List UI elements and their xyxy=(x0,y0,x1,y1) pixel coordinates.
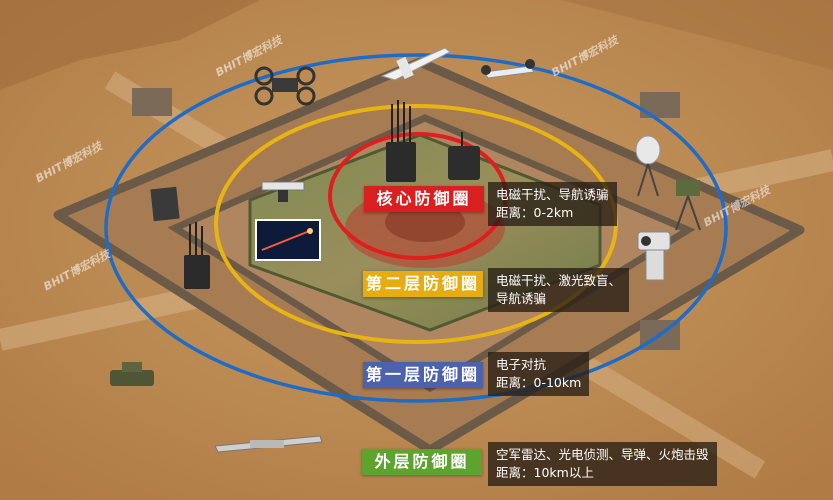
watch-tower xyxy=(640,92,680,118)
rock-ridge-right xyxy=(560,0,833,70)
first-layer-desc-line: 距离：0-10km xyxy=(496,375,582,390)
fixed-wing-drone-icon xyxy=(380,47,451,81)
tripod-radar-icon xyxy=(675,180,701,231)
second-layer-desc-line: 导航诱骗 xyxy=(496,291,547,306)
core-layer-desc-line: 电磁干扰、导航诱骗 xyxy=(496,187,609,202)
dome-radar-icon xyxy=(635,135,661,197)
outer-layer-desc-line: 距离：10km以上 xyxy=(496,465,594,480)
portable-jammer-icon xyxy=(184,222,210,289)
core-layer-label: 核心防御圈 xyxy=(364,186,484,212)
ring-outer xyxy=(104,53,728,403)
second-layer-desc-line: 电磁干扰、激光致盲、 xyxy=(496,273,622,288)
second-layer-label: 第二层防御圈 xyxy=(363,271,483,297)
tank-icon xyxy=(110,362,154,386)
rock-ridge xyxy=(0,0,260,90)
watch-tower xyxy=(132,88,172,116)
laser-image-icon xyxy=(255,219,321,261)
core-layer-desc: 电磁干扰、导航诱骗 距离：0-2km xyxy=(488,182,617,226)
vtol-drone-icon xyxy=(481,59,535,79)
quadcopter-icon xyxy=(254,66,316,106)
outer-layer-desc: 空军雷达、光电侦测、导弹、火炮击毁 距离：10km以上 xyxy=(488,442,717,486)
small-drone-icon xyxy=(261,181,305,202)
radar-panel-icon xyxy=(150,186,180,222)
first-layer-label: 第一层防御圈 xyxy=(363,362,483,388)
outer-layer-desc-line: 空军雷达、光电侦测、导弹、火炮击毁 xyxy=(496,447,709,462)
outer-layer-label: 外层防御圈 xyxy=(362,449,482,475)
core-layer-desc-line: 距离：0-2km xyxy=(496,205,574,220)
first-layer-desc: 电子对抗 距离：0-10km xyxy=(488,352,590,396)
jammer-device-icon xyxy=(386,100,416,182)
central-tower xyxy=(385,202,465,242)
ptz-camera-icon xyxy=(637,231,671,281)
first-layer-desc-line: 电子对抗 xyxy=(496,357,547,372)
detector-box-icon xyxy=(448,132,480,180)
reaper-uav-icon xyxy=(214,435,323,453)
second-layer-desc: 电磁干扰、激光致盲、 导航诱骗 xyxy=(488,268,630,312)
